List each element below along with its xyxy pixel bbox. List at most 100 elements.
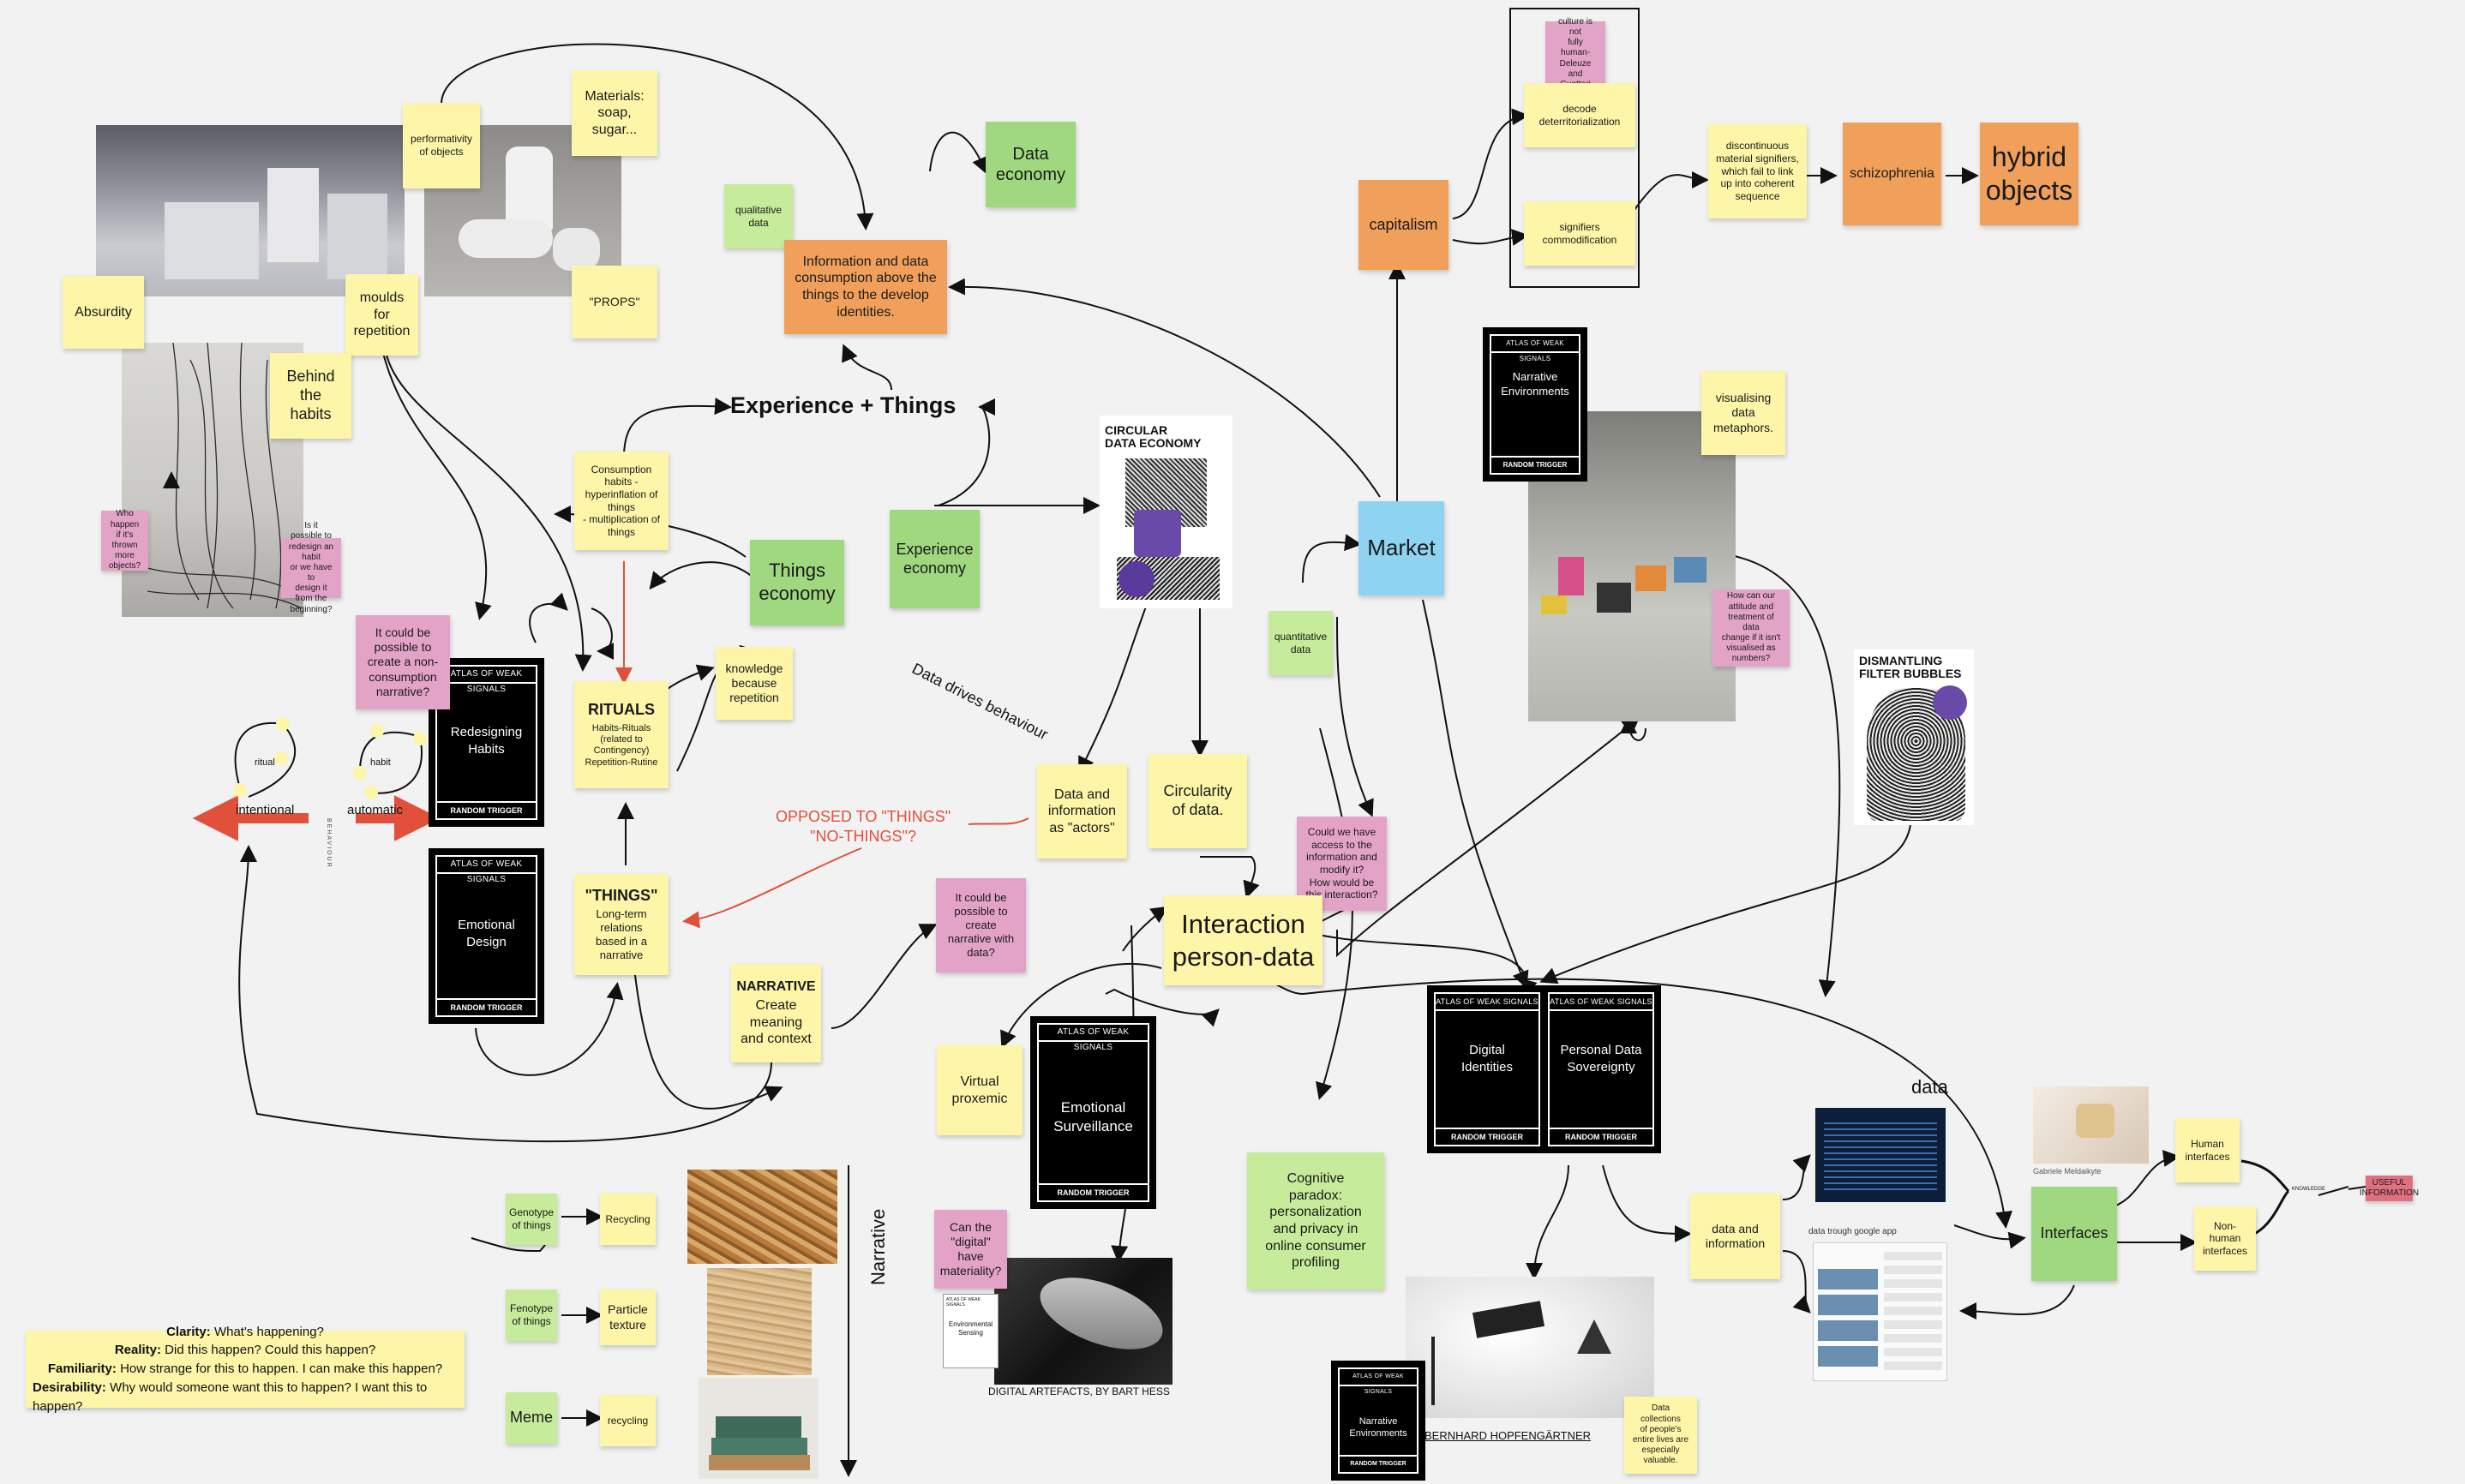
narrative-environments-photo[interactable]	[1528, 411, 1736, 721]
note-quantitative-data[interactable]: quantitative data	[1268, 611, 1333, 675]
note-data-economy[interactable]: Data economy	[986, 122, 1076, 207]
note-decode[interactable]: decode deterritorialization	[1524, 83, 1635, 147]
note-visualising[interactable]: visualising data metaphors.	[1701, 371, 1785, 455]
note-signifiers[interactable]: signifiers commodification	[1524, 201, 1635, 266]
note-recycling-1[interactable]: Recycling	[600, 1194, 656, 1245]
card-mini-header: ATLAS OF WEAK SIGNALS	[946, 1297, 981, 1307]
note-useful-information[interactable]: USEFUL INFORMATION	[2360, 1176, 2419, 1201]
circular-data-economy-poster[interactable]: CIRCULAR DATA ECONOMY	[1100, 416, 1232, 608]
note-nonhuman-interfaces[interactable]: Non- human interfaces	[2194, 1206, 2256, 1271]
note-fenotype[interactable]: Fenotype of things	[506, 1290, 557, 1341]
note-market[interactable]: Market	[1358, 501, 1444, 595]
note-who-happen[interactable]: Who happen if it's thrown more objects?	[101, 509, 148, 571]
things-subtitle: Long-term relations based in a narrative	[596, 907, 647, 961]
note-hybrid-objects[interactable]: hybrid objects	[1980, 123, 2078, 225]
card-emotional-surveillance[interactable]: ATLAS OF WEAK SIGNALS Emotional Surveill…	[1030, 1016, 1156, 1209]
card-title: Narrative Environments	[1349, 1416, 1407, 1439]
desirability-text: Why would someone want this to happen? I…	[33, 1379, 428, 1414]
note-things-economy[interactable]: Things economy	[750, 540, 844, 625]
bernhard-installation-photo[interactable]	[1406, 1277, 1654, 1418]
note-data-actors[interactable]: Data and information as "actors"	[1037, 764, 1127, 859]
data-google-caption: data trough google app	[1808, 1227, 1897, 1236]
note-recycling-2[interactable]: recycling	[600, 1395, 656, 1446]
connector	[633, 967, 783, 1110]
note-schizophrenia[interactable]: schizophrenia	[1843, 123, 1941, 225]
note-capitalism[interactable]: capitalism	[1358, 180, 1448, 270]
note-consumption-habits[interactable]: Consumption habits - hyperinflation of t…	[574, 452, 669, 550]
connector	[1959, 1284, 2075, 1320]
poster-badge	[1119, 561, 1155, 597]
google-app-screenshots[interactable]	[1813, 1242, 1947, 1381]
code-screen-photo[interactable]	[1815, 1108, 1946, 1202]
note-data-collections[interactable]: Data collections of people's entire live…	[1624, 1397, 1697, 1474]
note-virtual-proxemic[interactable]: Virtual proxemic	[937, 1045, 1023, 1135]
card-emotional-design[interactable]: ATLAS OF WEAK SIGNALS Emotional Design R…	[429, 848, 544, 1024]
app-screenshot-list	[1884, 1252, 1942, 1372]
fabric-shape	[1030, 1263, 1173, 1364]
narrative-subtitle: Create meaning and context	[741, 997, 812, 1047]
card-personal-data-sovereignty[interactable]: ATLAS OF WEAK SIGNALS Personal Data Sove…	[1541, 985, 1661, 1153]
note-behind-habits[interactable]: Behind the habits	[270, 353, 351, 439]
note-can-digital[interactable]: Can the "digital" have materiality?	[934, 1210, 1007, 1289]
note-experience-economy[interactable]: Experience economy	[890, 510, 980, 608]
note-meme[interactable]: Meme	[506, 1392, 557, 1444]
note-is-it-possible[interactable]: Is it possible to redesign an habit or w…	[281, 521, 341, 614]
note-culture-not-human[interactable]: culture is not fully human- Deleuze and …	[1545, 17, 1605, 89]
note-particle-texture[interactable]: Particle texture	[600, 1290, 656, 1345]
wood-chips-photo[interactable]	[687, 1170, 837, 1264]
digital-artefacts-caption: DIGITAL ARTEFACTS, BY BART HESS	[988, 1385, 1170, 1397]
note-information-consumption[interactable]: Information and data consumption above t…	[784, 240, 947, 334]
note-how-attitude[interactable]: How can our attitude and treatment of da…	[1712, 589, 1790, 667]
note-props[interactable]: "PROPS"	[572, 266, 657, 338]
card-narrative-environments-top[interactable]: ATLAS OF WEAK SIGNALS Narrative Environm…	[1483, 327, 1587, 482]
note-interfaces[interactable]: Interfaces	[2031, 1187, 2117, 1281]
note-discontinuous[interactable]: discontinuous material signifiers, which…	[1708, 124, 1807, 218]
cables-illustration	[138, 343, 303, 609]
connector	[1782, 1250, 1811, 1313]
gabriele-objects-photo[interactable]	[2033, 1086, 2149, 1164]
note-materials[interactable]: Materials: soap, sugar...	[572, 70, 657, 156]
connector	[649, 561, 755, 590]
note-interaction-person-data[interactable]: Interaction person-data	[1164, 895, 1322, 985]
note-human-interfaces[interactable]: Human interfaces	[2175, 1118, 2240, 1182]
evaluation-criteria-note[interactable]: Clarity: What's happening? Reality: Did …	[26, 1325, 465, 1414]
note-knowledge-repetition[interactable]: knowledge because repetition	[716, 647, 793, 720]
card-digital-identities[interactable]: ATLAS OF WEAK SIGNALS Digital Identities…	[1427, 985, 1547, 1153]
habit-label: habit	[370, 757, 391, 768]
note-qualitative-data[interactable]: qualitative data	[724, 184, 793, 248]
card-title: Emotional Surveillance	[1053, 1099, 1133, 1135]
card-redesigning-habits[interactable]: ATLAS OF WEAK SIGNALS Redesigning Habits…	[429, 658, 544, 827]
note-absurdity[interactable]: Absurdity	[63, 276, 144, 349]
digital-artefacts-photo[interactable]	[994, 1258, 1173, 1385]
pallet-sofa-photo[interactable]	[699, 1378, 819, 1479]
note-performativity[interactable]: performativity of objects	[403, 103, 480, 188]
note-rituals[interactable]: RITUALS Habits-Rituals (related to Conti…	[574, 681, 669, 788]
note-moulds[interactable]: moulds for repetition	[345, 274, 418, 356]
connector	[1422, 599, 1529, 989]
note-cognitive-paradox[interactable]: Cognitive paradox: personalization and p…	[1247, 1152, 1384, 1290]
plaster-mould-shape	[165, 202, 259, 279]
note-could-create-nonconsumption[interactable]: It could be possible to create a non- co…	[356, 615, 450, 709]
dismantling-filter-bubbles-poster[interactable]: DISMANTLING FILTER BUBBLES	[1854, 649, 1974, 825]
card-header: ATLAS OF WEAK SIGNALS	[1039, 1025, 1148, 1052]
particle-board-photo[interactable]	[707, 1268, 812, 1375]
connector	[1225, 959, 2012, 1229]
note-circularity[interactable]: Circularity of data.	[1149, 754, 1247, 848]
note-narrative[interactable]: NARRATIVE Create meaning and context	[731, 964, 821, 1062]
card-narrative-environments-bottom[interactable]: ATLAS OF WEAK SIGNALS Narrative Environm…	[1331, 1361, 1425, 1481]
note-could-access[interactable]: Could we have access to the information …	[1297, 817, 1387, 911]
note-could-narrative-data[interactable]: It could be possible to create narrative…	[936, 878, 1026, 972]
connector	[623, 398, 732, 455]
card-footer: RANDOM TRIGGER	[1340, 1455, 1417, 1472]
bernhard-caption: BERNHARD HOPFENGÄRTNER	[1424, 1429, 1592, 1442]
note-things[interactable]: "THINGS" Long-term relations based in a …	[574, 874, 669, 975]
environmental-sensing-card[interactable]: ATLAS OF WEAK SIGNALS Environmental Sens…	[943, 1294, 999, 1368]
note-genotype[interactable]: Genotype of things	[506, 1194, 557, 1245]
narrative-vertical-label: Narrative	[867, 1208, 889, 1285]
connector	[1078, 599, 1149, 775]
moulds-photo[interactable]	[96, 125, 405, 296]
card-title: Digital Identities	[1460, 1043, 1514, 1074]
note-data-and-information[interactable]: data and information	[1690, 1194, 1780, 1279]
card-footer: RANDOM TRIGGER	[1039, 1183, 1148, 1200]
